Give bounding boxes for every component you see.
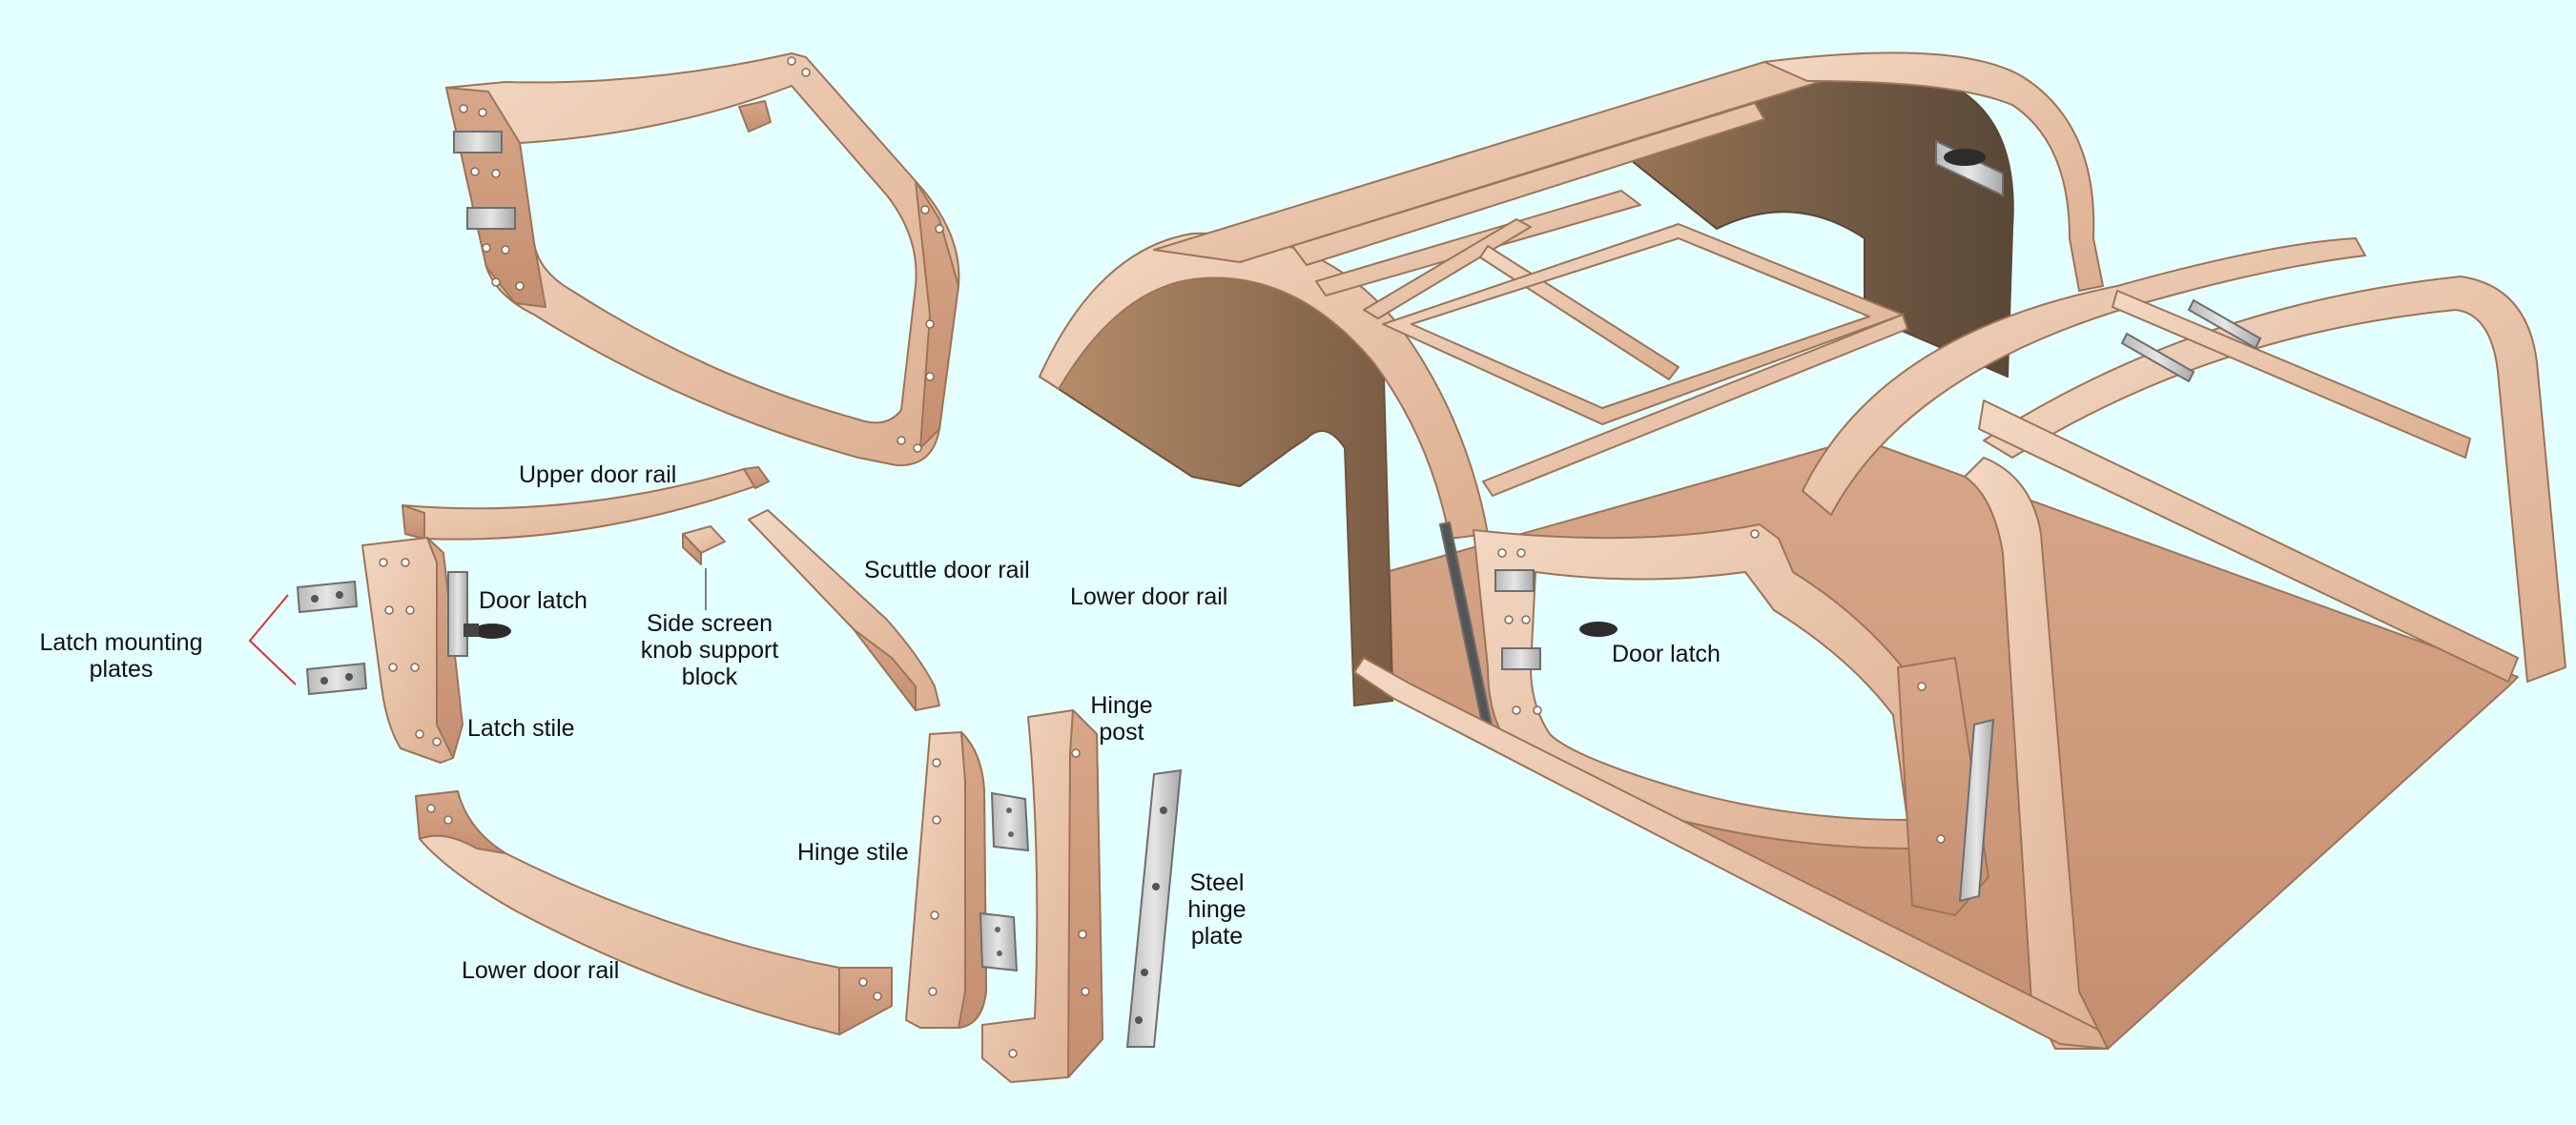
label-lower-door-rail-bottom: Lower door rail — [462, 957, 620, 984]
label-side-screen-block: Side screen knob support block — [640, 610, 779, 690]
label-hinge-stile: Hinge stile — [797, 839, 909, 866]
body-tub-assembly — [1038, 51, 2566, 1050]
latch-stile-part — [361, 537, 511, 764]
upper-door-rail-part — [402, 466, 770, 541]
scuttle-door-rail-part — [748, 509, 940, 711]
latch-mounting-plates-part — [248, 580, 368, 696]
lower-door-rail-part — [415, 790, 893, 1035]
assembled-door-frame — [445, 52, 960, 467]
label-door-latch-left: Door latch — [479, 587, 587, 614]
label-door-latch-right: Door latch — [1612, 641, 1721, 667]
steel-hinge-plate-part — [1125, 768, 1183, 1048]
hinge-stile-part — [905, 731, 987, 1029]
hinge-pieces — [979, 791, 1030, 972]
label-upper-door-rail: Upper door rail — [519, 461, 677, 488]
label-latch-stile: Latch stile — [467, 715, 575, 742]
label-hinge-post: Hinge post — [1090, 692, 1153, 746]
label-lower-door-rail-top: Lower door rail — [1070, 583, 1228, 610]
hinge-post-part — [981, 709, 1103, 1083]
label-steel-hinge-plate: Steel hinge plate — [1187, 869, 1247, 950]
label-latch-mounting-plates: Latch mounting plates — [39, 629, 203, 683]
label-scuttle-door-rail: Scuttle door rail — [864, 557, 1030, 583]
side-screen-block-part — [682, 525, 726, 610]
